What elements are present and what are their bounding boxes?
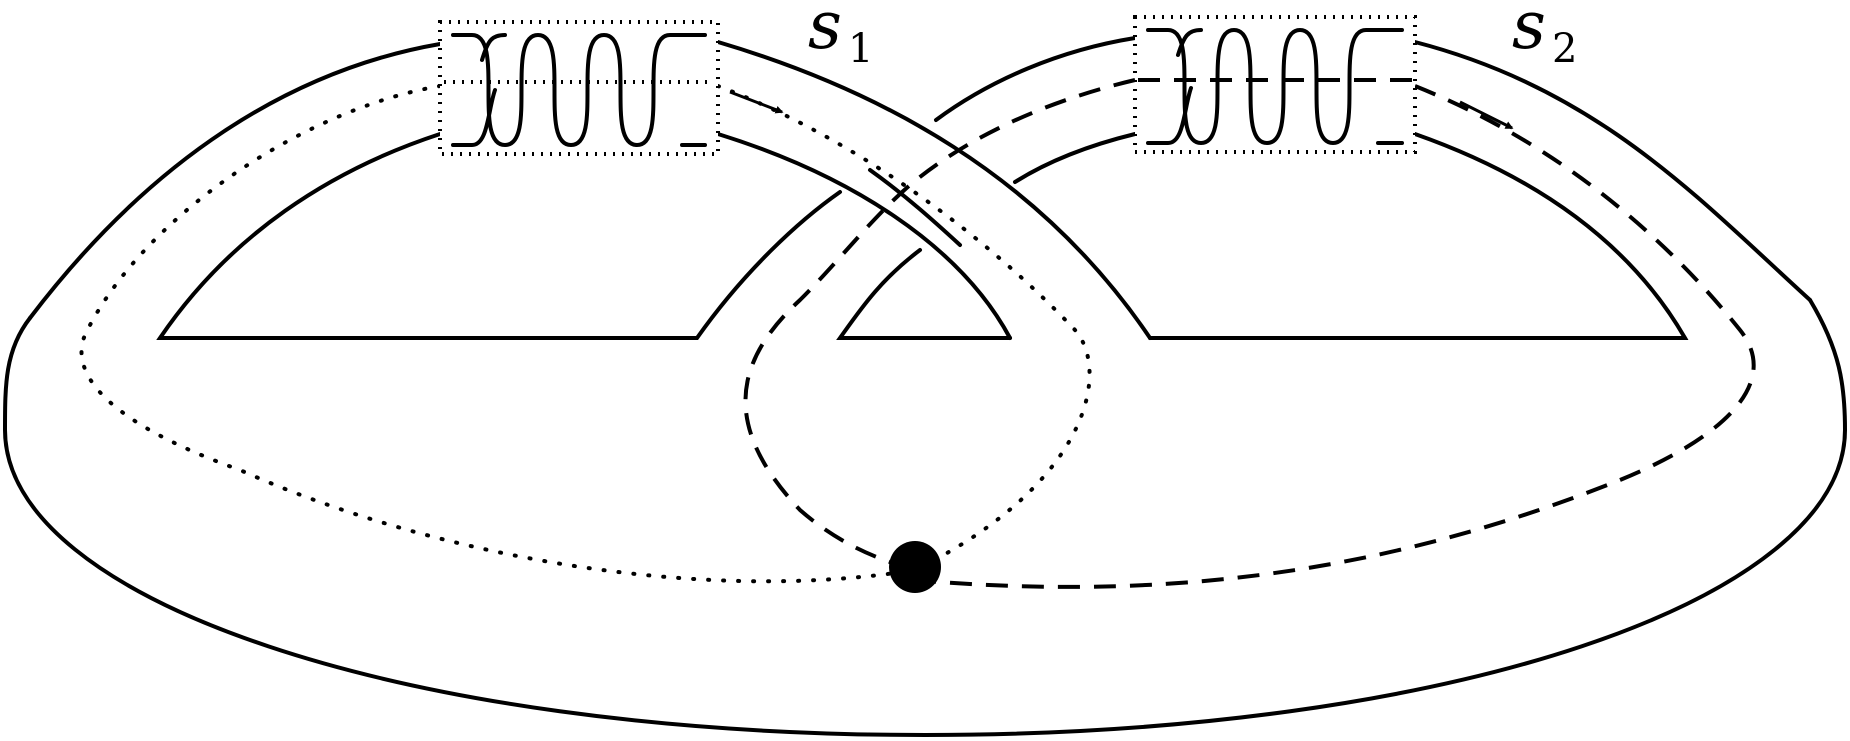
twist-box-s2: [1133, 15, 1417, 154]
label-s2: s 2: [1512, 0, 1577, 72]
right-band: [836, 36, 1689, 340]
label-s1: s 1: [808, 0, 873, 72]
label-s1-base: s: [808, 0, 842, 64]
label-s2-subscript: 2: [1552, 26, 1577, 72]
twist-box-s2-crossings: [1146, 27, 1404, 146]
basepoint: [889, 541, 941, 593]
left-band: [156, 40, 1152, 340]
surface-outer-boundary: [2, 40, 1848, 738]
label-s2-base: s: [1512, 0, 1546, 64]
twist-box-s1-crossings: [451, 32, 707, 148]
label-s1-subscript: 1: [848, 26, 873, 72]
dashed-curve: [743, 78, 1756, 589]
dotted-curve: [79, 84, 1092, 584]
twist-box-s1: [438, 20, 720, 156]
dashed-curve-arrow: [1459, 100, 1514, 130]
dotted-curve-arrow: [729, 90, 784, 114]
